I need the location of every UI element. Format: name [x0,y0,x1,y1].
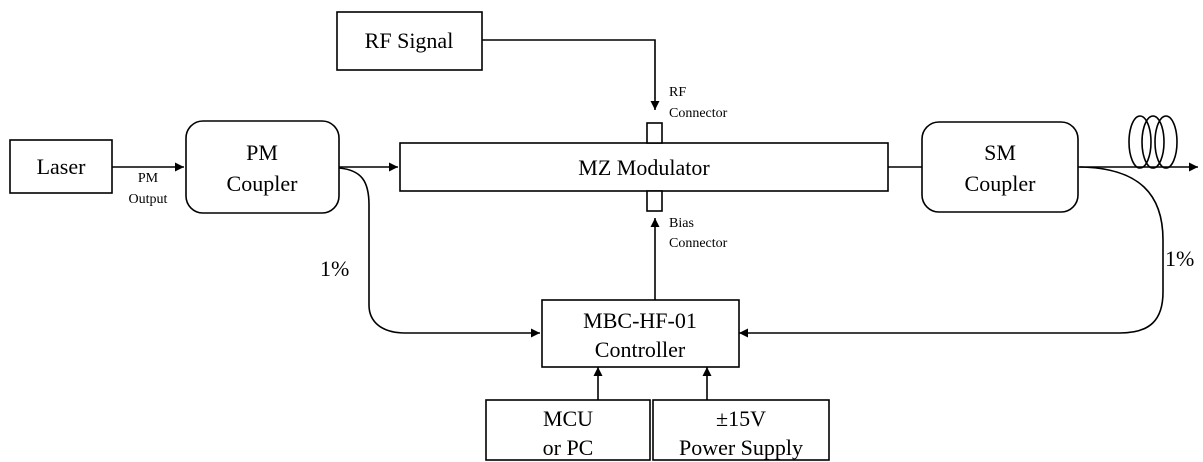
mz-modulator-label: MZ Modulator [578,155,710,180]
power-supply-block: ±15V Power Supply [652,399,830,461]
rf-signal-label: RF Signal [365,28,454,53]
pm-coupler-block: PM Coupler [185,120,340,214]
sm-coupler-label-line2: Coupler [965,171,1037,196]
bias-connector-label-line2: Connector [669,236,728,251]
fiber-coil-icon [1128,115,1178,169]
mz-modulator-block: MZ Modulator [399,142,889,192]
sm-tap-label: 1% [1165,246,1194,271]
sm-coupler-block: SM Coupler [921,121,1079,213]
mcu-label-line2: or PC [543,435,594,460]
controller-label-line1: MBC-HF-01 [583,308,697,333]
pm-tap-wire [338,167,540,338]
sm-tap-wire [739,166,1164,338]
laser-label: Laser [37,154,87,179]
rf-connector-label-line2: Connector [669,106,728,121]
laser-block: Laser [9,139,113,194]
pm-output-label-line1: PM [138,171,159,186]
power-supply-label-line1: ±15V [716,406,766,431]
pm-coupler-label-line2: Coupler [227,171,299,196]
mcu-block: MCU or PC [485,399,651,461]
rf-signal-block: RF Signal [336,11,483,71]
pm-output-label-line2: Output [129,192,168,207]
bias-connector [646,190,663,212]
mcu-label-line1: MCU [543,406,593,431]
sm-coupler-label-line1: SM [984,140,1016,165]
controller-label-line2: Controller [595,337,686,362]
rf-connector-label-line1: RF [669,85,686,100]
controller-block: MBC-HF-01 Controller [541,299,740,368]
bias-connector-label-line1: Bias [669,216,694,231]
rf-signal-wire [482,39,660,110]
pm-coupler-label-line1: PM [246,140,278,165]
pm-tap-label: 1% [320,256,349,281]
rf-connector [646,122,663,144]
power-supply-label-line2: Power Supply [679,435,803,460]
